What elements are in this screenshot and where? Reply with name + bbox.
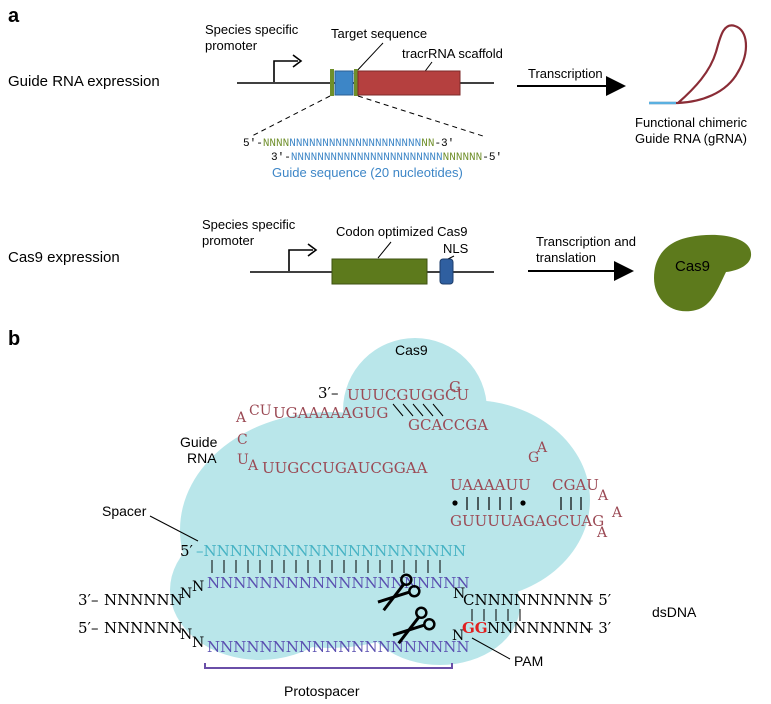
scissors-bottom-icon xyxy=(392,606,436,645)
dsdna-right-n1: N xyxy=(453,586,465,602)
spacer-target-basepairs xyxy=(211,560,441,573)
dsdna-top-left-seq: NNNNNN xyxy=(104,591,183,609)
cas9-row-label: Cas9 expression xyxy=(8,249,120,266)
spacer-label: Spacer xyxy=(102,503,147,519)
target-strand-top: NNNNNNNNNNNNNNNNNNNN xyxy=(207,574,470,592)
cas9-gene-label: Codon optimized Cas9 xyxy=(336,224,468,239)
cas9-protein-icon xyxy=(654,234,752,312)
rna-loop-u: U xyxy=(237,452,249,468)
pam-label: PAM xyxy=(514,653,543,669)
protospacer-label: Protospacer xyxy=(284,683,360,699)
transcription-label: Transcription xyxy=(528,66,603,81)
dsdna-right-n2: N xyxy=(452,628,464,644)
target-sequence-box xyxy=(334,70,354,96)
dsdna-right-bottom-3prime: – 3′ xyxy=(586,619,612,637)
pam-leader xyxy=(471,637,511,660)
target-strand-bottom: NNNNNNNNNNNNNNNNNNNN xyxy=(207,638,470,656)
rna-a3: A xyxy=(611,505,623,521)
dsdna-right-top-seq: CNNNNNNNNN xyxy=(463,591,593,609)
rna-right-basepairs xyxy=(452,497,582,510)
rna-top-strand: UUUCGUGGCU xyxy=(347,386,469,404)
rna-top-basepairs xyxy=(392,403,444,417)
guide-promoter-label-1: Species specific xyxy=(205,22,299,37)
guide-rna-label-1: Guide xyxy=(180,434,218,450)
rna-g1: G xyxy=(528,450,539,466)
rna-loop-a2: A xyxy=(247,458,259,474)
spacer-strand: –NNNNNNNNNNNNNNNNNNNN xyxy=(196,542,466,560)
grna-product-label-2: Guide RNA (gRNA) xyxy=(635,131,747,146)
spacer-leader xyxy=(149,515,199,542)
panel-a-label: a xyxy=(8,5,20,27)
rna-loop-a: A xyxy=(235,410,247,426)
rna-loop-c: C xyxy=(237,432,248,448)
dsdna-top-3prime: 3′– xyxy=(78,591,98,609)
guide-right-bracket xyxy=(354,69,358,96)
grna-product-label-1: Functional chimeric xyxy=(635,115,747,130)
guide-sequence-caption: Guide sequence (20 nucleotides) xyxy=(272,165,463,180)
dsdna-label: dsDNA xyxy=(652,604,697,620)
dsdna-right-bottom-seq: NNNNNNNN xyxy=(487,619,592,637)
cas9-promoter-arrowhead-icon xyxy=(307,243,318,257)
guide-rna-row-label: Guide RNA expression xyxy=(8,73,160,90)
target-sequence-label: Target sequence xyxy=(331,26,427,41)
rna-a1: A xyxy=(536,440,548,456)
cas9-complex-shape xyxy=(170,338,590,665)
chimeric-grna-icon xyxy=(649,24,747,105)
cas9-complex-label: Cas9 xyxy=(395,342,428,358)
guide-seq-top: 5′-NNNNNNNNNNNNNNNNNNNNNNNNNN-3′ xyxy=(243,138,454,150)
pam-sequence: GG xyxy=(462,619,488,637)
dsdna-top-left-n2: N xyxy=(192,579,204,595)
guide-rna-label-2: RNA xyxy=(187,450,217,466)
scissors-top-icon xyxy=(377,573,421,612)
guide-seq-bottom: 3′-NNNNNNNNNNNNNNNNNNNNNNNNNNNNN-5′ xyxy=(271,152,502,164)
rna-a2: A xyxy=(597,488,609,504)
rna-right-top: UAAAAUU xyxy=(450,476,531,494)
rna-cgau: CGAU xyxy=(552,476,599,494)
transcription-translation-label-2: translation xyxy=(536,250,596,265)
transcription-translation-label-1: Transcription and xyxy=(536,234,636,249)
dsdna-top-left-n1: N xyxy=(180,586,192,602)
protospacer-bracket xyxy=(204,663,453,669)
spacer-5prime: 5′ xyxy=(180,542,194,560)
target-leader-line xyxy=(353,42,384,75)
dsdna-bottom-left-n2: N xyxy=(192,635,204,651)
cas9-promoter-label-1: Species specific xyxy=(202,217,296,232)
cas9-gene-leader xyxy=(377,241,392,259)
dsdna-bottom-left-n1: N xyxy=(180,627,192,643)
rna-top-loop: G xyxy=(449,378,461,396)
rna-3prime-label: 3′– xyxy=(318,384,338,402)
zoom-dash-left xyxy=(249,95,331,138)
guide-promoter-arrowhead-icon xyxy=(292,54,303,68)
rna-loop-strand: UGAAAAAGUG xyxy=(273,404,388,422)
rna-right-bottom: GUUUUAGAGCUAG xyxy=(450,512,604,530)
cas9-protein-label: Cas9 xyxy=(675,258,710,275)
panel-b-label: b xyxy=(8,328,20,350)
guide-left-bracket xyxy=(330,69,334,96)
guide-promoter-arrow xyxy=(273,60,298,82)
pam-region-basepairs xyxy=(471,609,521,621)
cas9-promoter-arrow xyxy=(288,249,313,271)
rna-loop-cu: CU xyxy=(249,403,272,419)
rna-mid-strand: UUGCCUGAUCGGAA xyxy=(262,459,428,477)
cas9-promoter-label-2: promoter xyxy=(202,233,255,248)
nls-box xyxy=(439,258,454,285)
dsdna-bottom-left-seq: NNNNNN xyxy=(104,619,183,637)
rna-a4: A xyxy=(596,525,608,541)
tracrrna-scaffold-label: tracrRNA scaffold xyxy=(402,46,503,61)
nls-label: NLS xyxy=(443,241,469,256)
dsdna-right-top-5prime: – 5′ xyxy=(586,591,612,609)
tracrrna-scaffold-box xyxy=(357,70,461,96)
rna-top-pair: GCACCGA xyxy=(408,416,488,434)
zoom-dash-right xyxy=(357,95,487,138)
cas9-gene-box xyxy=(331,258,428,285)
dsdna-bottom-5prime: 5′– xyxy=(78,619,98,637)
guide-promoter-label-2: promoter xyxy=(205,38,258,53)
